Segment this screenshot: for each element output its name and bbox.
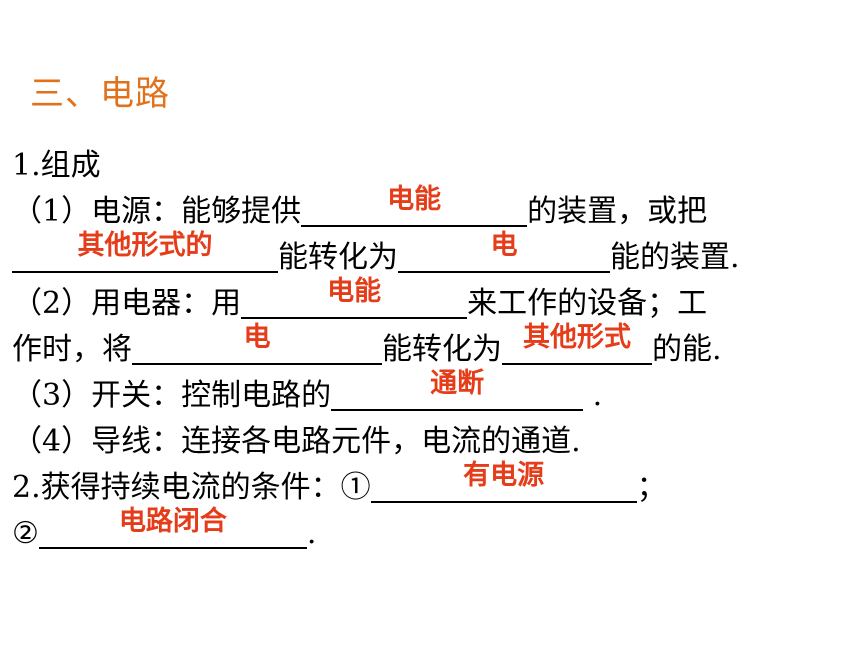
power-source-text-end: 的装置，或把 xyxy=(527,194,708,229)
line-appliance-2: 作时，将 电 能转化为其他形式的能. xyxy=(12,322,852,373)
answer-blank-power-source: 电能 xyxy=(301,184,528,227)
answer-other-forms: 其他形式的 xyxy=(77,230,213,261)
answer-blank-condition-2: 电路闭合 xyxy=(38,506,307,549)
switch-text-end: . xyxy=(583,378,603,413)
device-text: 能的装置. xyxy=(610,240,740,275)
answer-switch: 通断 xyxy=(430,368,485,399)
answer-blank-other-forms-2: 其他形式 xyxy=(502,322,652,365)
line-power-source: （1）电源：能够提供 电能 的装置，或把 xyxy=(12,184,852,235)
line-conditions-2: ② 电路闭合. xyxy=(12,506,852,557)
conditions-text: 2.获得持续电流的条件：① xyxy=(12,470,371,505)
answer-blank-switch: 通断 xyxy=(331,368,584,411)
answer-blank-electric: 电 xyxy=(398,230,610,273)
line-composition: 1.组成 xyxy=(12,143,852,189)
answer-appliance-energy: 电能 xyxy=(327,276,382,307)
content-body: 1.组成 （1）电源：能够提供电能的装置，或把 其他形式的能转化为电能的装置. … xyxy=(12,143,852,557)
answer-power-source: 电能 xyxy=(387,184,442,215)
answer-electric-2: 电 xyxy=(243,322,271,353)
work-text: 作时，将 xyxy=(12,332,132,367)
line-conditions: 2.获得持续电流的条件：① 有电源 ； xyxy=(12,460,852,511)
line-switch: （3）开关：控制电路的 通断 . xyxy=(12,368,852,419)
convert-text: 能转化为 xyxy=(278,240,398,275)
convert-text-2: 能转化为 xyxy=(382,332,502,367)
section-title: 三、电路 xyxy=(30,74,170,114)
answer-blank-appliance-energy: 电能 xyxy=(241,276,468,319)
line-appliance: （2）用电器：用 电能 来工作的设备；工 xyxy=(12,276,852,327)
answer-condition-1: 有电源 xyxy=(463,460,545,491)
circle-two-text: ② xyxy=(12,516,39,551)
conditions-text-end: ； xyxy=(636,470,667,505)
answer-blank-other-forms: 其他形式的 xyxy=(12,230,278,273)
switch-text: （3）开关：控制电路的 xyxy=(12,378,332,413)
heading-composition: 1.组成 xyxy=(12,148,101,183)
appliance-text: （2）用电器：用 xyxy=(12,286,242,321)
answer-electric: 电 xyxy=(490,230,518,261)
appliance-text-end: 来工作的设备；工 xyxy=(467,286,708,321)
energy-text: 的能. xyxy=(652,332,722,367)
power-source-text: （1）电源：能够提供 xyxy=(12,194,302,229)
line-power-source-2: 其他形式的 能转化为 电 能的装置. xyxy=(12,230,852,281)
answer-other-forms-2: 其他形式 xyxy=(523,322,631,353)
answer-blank-condition-1: 有电源 xyxy=(370,460,637,503)
conditions-2-end: . xyxy=(306,516,317,551)
line-wire: （4）导线：连接各电路元件，电流的通道. xyxy=(12,419,852,465)
wire-text: （4）导线：连接各电路元件，电流的通道. xyxy=(12,424,581,459)
answer-blank-electric-2: 电 xyxy=(132,322,382,365)
answer-condition-2: 电路闭合 xyxy=(118,506,227,537)
